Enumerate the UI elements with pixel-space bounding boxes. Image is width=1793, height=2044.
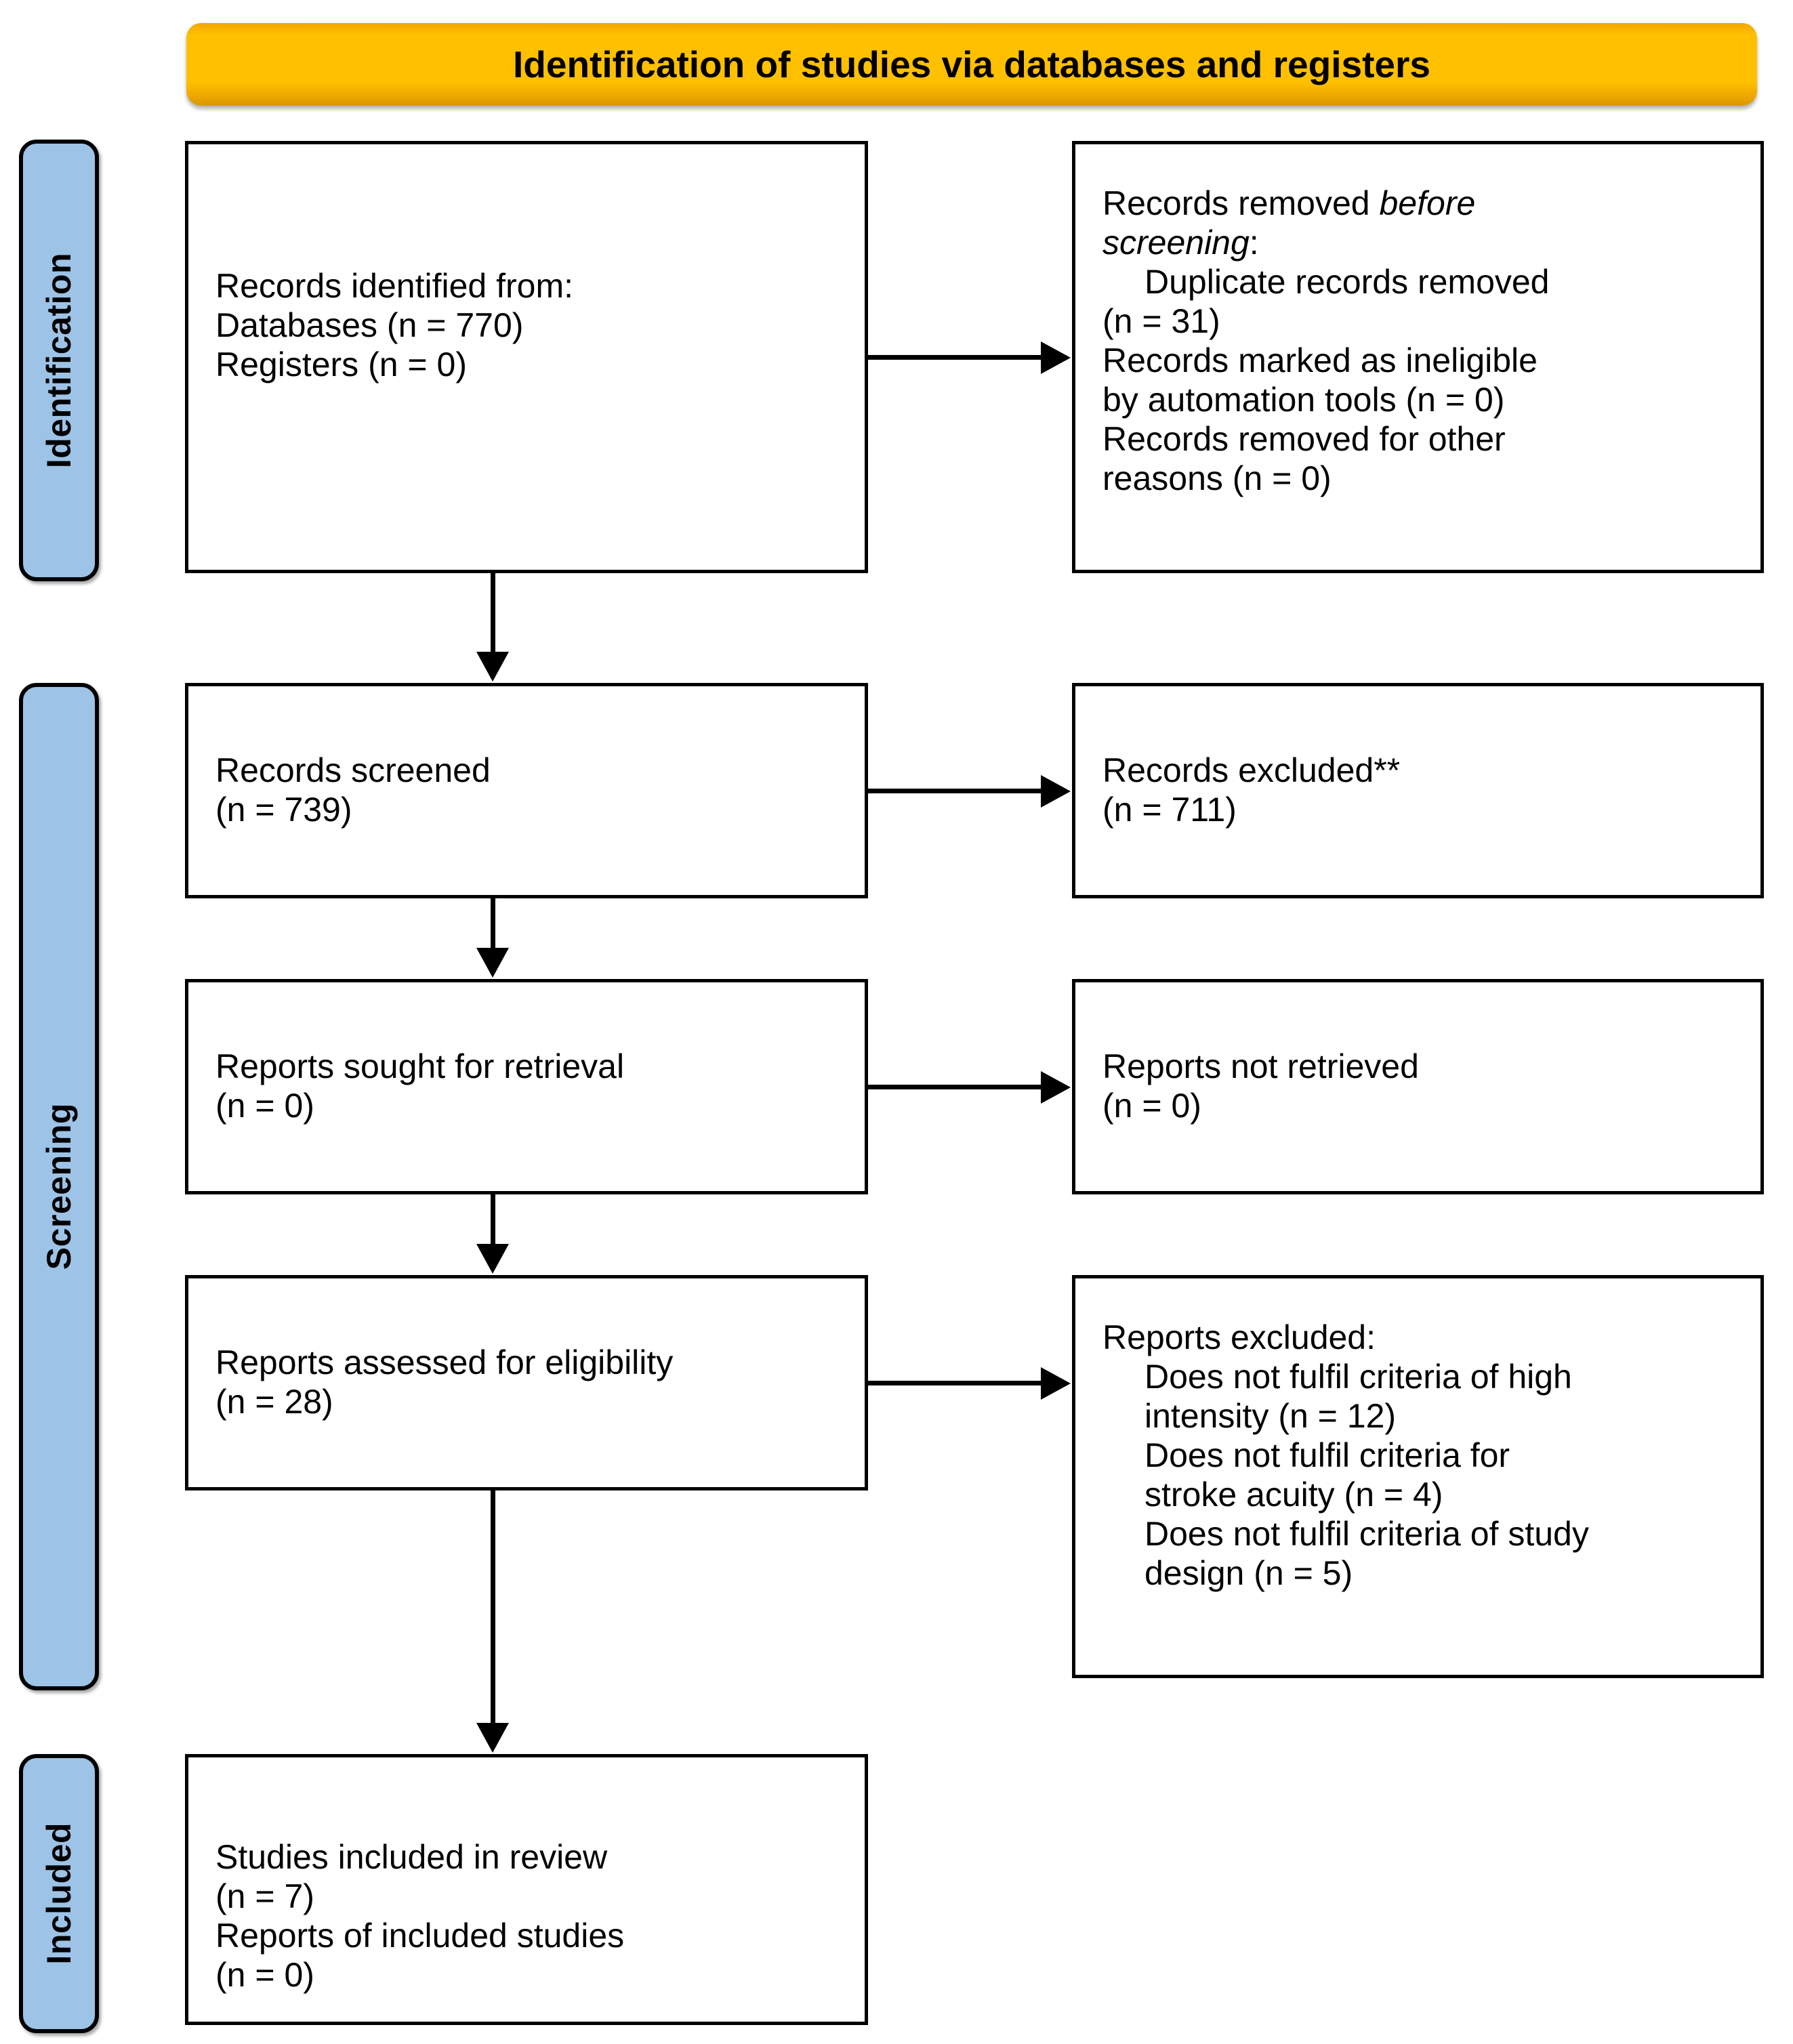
reports-excluded-heading: Reports excluded: bbox=[1102, 1318, 1376, 1356]
reports-not-retrieved-label: Reports not retrieved bbox=[1102, 1047, 1419, 1085]
records-removed-heading-plain: Records removed bbox=[1102, 184, 1380, 222]
reports-excluded-item-2-cont: stroke acuity (n = 4) bbox=[1145, 1476, 1443, 1514]
box-reports-excluded: Reports excluded: Does not fulfil criter… bbox=[1072, 1275, 1764, 1678]
arrow-down-icon-sought-to-assessed bbox=[476, 1244, 509, 1274]
reports-sought-label: Reports sought for retrieval bbox=[215, 1047, 625, 1085]
arrow-down-icon-identified-to-screened bbox=[476, 652, 509, 682]
connector-identified-to-screened bbox=[491, 573, 495, 654]
records-excluded-count: (n = 711) bbox=[1102, 791, 1237, 829]
box-records-identified: Records identified from: Databases (n = … bbox=[185, 141, 868, 573]
arrow-down-icon-assessed-to-included bbox=[476, 1723, 509, 1753]
records-removed-item-1: Duplicate records removed bbox=[1145, 263, 1550, 301]
reports-excluded-item-1-cont: intensity (n = 12) bbox=[1145, 1397, 1397, 1435]
arrow-right-icon-sought-to-not-retrieved bbox=[1041, 1071, 1071, 1104]
connector-sought-to-not-retrieved bbox=[868, 1085, 1043, 1089]
box-records-removed-before-screening: Records removed before screening: Duplic… bbox=[1072, 141, 1764, 573]
arrow-right-icon-identified-to-removed bbox=[1041, 341, 1071, 374]
connector-screened-to-sought bbox=[491, 898, 495, 951]
records-removed-item-2: Records marked as ineligible bbox=[1102, 341, 1538, 379]
connector-screened-to-excluded bbox=[868, 789, 1043, 793]
records-removed-heading-colon: : bbox=[1249, 224, 1259, 262]
records-identified-registers: Registers (n = 0) bbox=[215, 346, 467, 383]
reports-not-retrieved-count: (n = 0) bbox=[1102, 1087, 1201, 1125]
records-removed-heading-italic-before: before bbox=[1379, 184, 1476, 222]
records-screened-label: Records screened bbox=[215, 751, 491, 789]
stage-rail-included: Included bbox=[19, 1754, 99, 2033]
records-removed-item-3-cont: reasons (n = 0) bbox=[1102, 459, 1332, 497]
reports-assessed-label: Reports assessed for eligibility bbox=[215, 1343, 674, 1381]
reports-excluded-item-3-cont: design (n = 5) bbox=[1145, 1554, 1353, 1592]
stage-rail-identification-label: Identification bbox=[40, 252, 78, 469]
connector-sought-to-assessed bbox=[491, 1194, 495, 1247]
reports-of-included-studies-label: Reports of included studies bbox=[215, 1917, 625, 1955]
arrow-right-icon-assessed-to-reports-excluded bbox=[1041, 1367, 1071, 1400]
reports-sought-count: (n = 0) bbox=[215, 1087, 314, 1125]
stage-rail-included-label: Included bbox=[40, 1822, 78, 1965]
reports-of-included-studies-count: (n = 0) bbox=[215, 1956, 314, 1994]
connector-identified-to-removed bbox=[868, 355, 1043, 360]
identification-banner: Identification of studies via databases … bbox=[186, 23, 1757, 106]
banner-title: Identification of studies via databases … bbox=[513, 43, 1430, 85]
arrow-right-icon-screened-to-excluded bbox=[1041, 775, 1071, 808]
studies-included-label: Studies included in review bbox=[215, 1838, 608, 1876]
arrow-down-icon-screened-to-sought bbox=[476, 948, 509, 978]
reports-excluded-item-2: Does not fulfil criteria for bbox=[1145, 1436, 1510, 1474]
box-studies-included-in-review: Studies included in review (n = 7) Repor… bbox=[185, 1754, 868, 2025]
box-records-screened: Records screened (n = 739) bbox=[185, 683, 868, 898]
studies-included-count: (n = 7) bbox=[215, 1877, 314, 1915]
connector-assessed-to-included bbox=[491, 1490, 495, 1726]
records-removed-heading-italic-screening: screening bbox=[1102, 224, 1250, 262]
box-reports-assessed-for-eligibility: Reports assessed for eligibility (n = 28… bbox=[185, 1275, 868, 1490]
reports-excluded-item-3: Does not fulfil criteria of study bbox=[1145, 1515, 1589, 1553]
box-reports-not-retrieved: Reports not retrieved (n = 0) bbox=[1072, 979, 1764, 1194]
records-removed-heading: Records removed before bbox=[1102, 184, 1746, 223]
reports-assessed-count: (n = 28) bbox=[215, 1383, 333, 1421]
records-removed-heading-line-2: screening: bbox=[1102, 223, 1746, 262]
stage-rail-screening: Screening bbox=[19, 683, 99, 1690]
records-removed-item-1-count: (n = 31) bbox=[1102, 302, 1220, 340]
box-reports-sought-for-retrieval: Reports sought for retrieval (n = 0) bbox=[185, 979, 868, 1194]
records-removed-item-3: Records removed for other bbox=[1102, 420, 1506, 458]
records-identified-line-1: Records identified from: bbox=[215, 267, 574, 305]
records-screened-count: (n = 739) bbox=[215, 791, 352, 829]
records-removed-item-2-cont: by automation tools (n = 0) bbox=[1102, 381, 1505, 419]
box-records-excluded: Records excluded** (n = 711) bbox=[1072, 683, 1764, 898]
records-excluded-label: Records excluded** bbox=[1102, 751, 1401, 789]
connector-assessed-to-reports-excluded bbox=[868, 1381, 1043, 1385]
stage-rail-screening-label: Screening bbox=[40, 1103, 78, 1270]
stage-rail-identification: Identification bbox=[19, 140, 99, 581]
reports-excluded-item-1: Does not fulfil criteria of high bbox=[1145, 1358, 1572, 1396]
records-identified-databases: Databases (n = 770) bbox=[215, 306, 524, 344]
